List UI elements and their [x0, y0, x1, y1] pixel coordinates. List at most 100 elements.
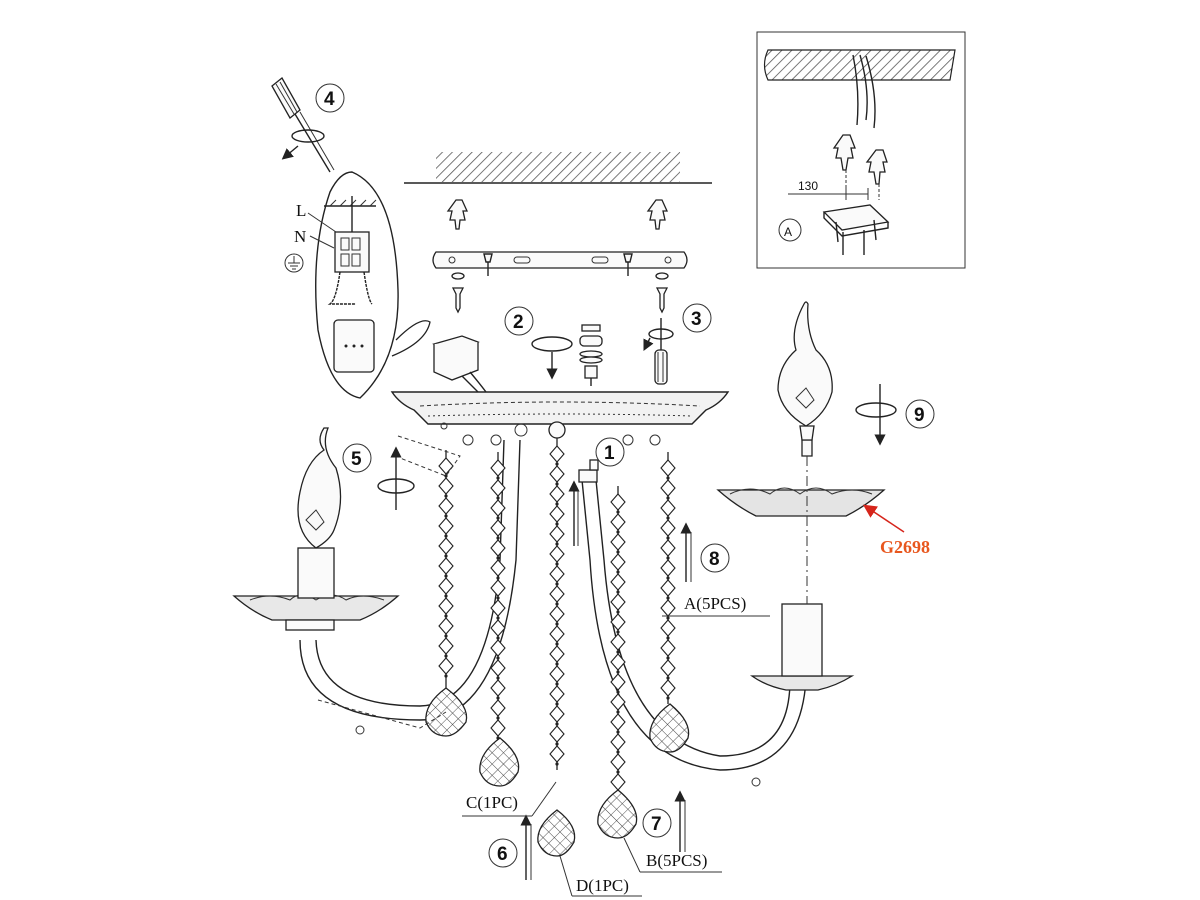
- crystal-bead: [490, 459, 506, 477]
- crystal-bead: [610, 773, 626, 791]
- crystal-bead: [549, 605, 565, 623]
- wall-anchor-left: [446, 199, 469, 230]
- step-6: 6: [488, 838, 518, 868]
- crystal-bead: [660, 599, 676, 617]
- crystal-bead: [438, 657, 454, 675]
- crystal-bead: [438, 457, 454, 475]
- step-3: 3: [682, 303, 712, 333]
- svg-text:A(5PCS): A(5PCS): [684, 594, 746, 613]
- crystal-bead: [438, 617, 454, 635]
- wall-anchor-right: [646, 199, 669, 230]
- candle-sleeve-left: [297, 547, 335, 599]
- inset-bracket: [822, 204, 890, 255]
- step-4: 4: [315, 83, 345, 113]
- step-7: 7: [642, 808, 672, 838]
- crystal-bead: [549, 545, 565, 563]
- pendant-left: [425, 687, 468, 737]
- wiring-callout: L N: [284, 171, 431, 399]
- crystal-bead: [610, 533, 626, 551]
- crystal-bead: [610, 673, 626, 691]
- crystal-bead: [549, 725, 565, 743]
- crystal-bead: [549, 525, 565, 543]
- crystal-bead: [490, 639, 506, 657]
- arm-guide-dashed: [397, 435, 461, 477]
- crystal-bead: [438, 517, 454, 535]
- crystal-bead: [610, 553, 626, 571]
- svg-text:2: 2: [513, 312, 524, 333]
- wiring-label-neutral: N: [294, 227, 306, 246]
- crystal-bead: [490, 519, 506, 537]
- crystal-bead: [549, 445, 565, 463]
- crystal-bead: [438, 597, 454, 615]
- pendant-right: [649, 703, 690, 753]
- crystal-bead: [549, 665, 565, 683]
- crystal-bead: [610, 573, 626, 591]
- strand-b: [610, 486, 626, 794]
- screw-right: [655, 272, 669, 314]
- crystal-bead: [438, 537, 454, 555]
- wiring-label-live: L: [296, 201, 306, 220]
- ground-icon: [284, 253, 304, 273]
- model-pointer: [863, 504, 905, 533]
- inset-anchor-right: [865, 149, 888, 200]
- svg-text:6: 6: [497, 844, 508, 865]
- crystal-bead: [490, 659, 506, 677]
- rotation-arrow-step5: [377, 446, 415, 510]
- crystal-bead: [490, 499, 506, 517]
- arrow-up-step1: [568, 480, 580, 546]
- part-label-c: C(1PC): [462, 781, 557, 817]
- svg-text:4: 4: [324, 89, 335, 110]
- junction-box: [432, 335, 487, 393]
- svg-text:5: 5: [351, 449, 362, 470]
- crystal-bead: [549, 745, 565, 763]
- rotation-arrow-step4: [281, 129, 325, 160]
- svg-text:1: 1: [604, 443, 615, 464]
- step-1: 1: [595, 437, 625, 467]
- crystal-bead: [610, 733, 626, 751]
- strand-a-left: [438, 450, 454, 688]
- svg-text:C(1PC): C(1PC): [466, 793, 518, 812]
- inset-dimension-label: 130: [798, 179, 818, 193]
- step-2: 2: [504, 306, 534, 336]
- crystal-bead: [660, 619, 676, 637]
- crystal-bead: [660, 479, 676, 497]
- screwdriver-step4: [271, 77, 335, 173]
- crystal-bead: [660, 539, 676, 557]
- rotation-arrow-step9: [855, 384, 897, 446]
- screw-left: [451, 272, 465, 314]
- crystal-bead: [660, 559, 676, 577]
- svg-text:D(1PC): D(1PC): [576, 876, 629, 895]
- crystal-bead: [610, 513, 626, 531]
- crystal-bead: [660, 659, 676, 677]
- crystal-bead: [438, 577, 454, 595]
- crystal-bead: [549, 585, 565, 603]
- inset-ceiling: [763, 49, 956, 81]
- bobeche-right: [749, 675, 855, 691]
- crystal-bead: [549, 565, 565, 583]
- crystal-bead: [438, 477, 454, 495]
- crystal-bead: [610, 653, 626, 671]
- step-8: 8: [700, 543, 730, 573]
- crystal-bead: [438, 557, 454, 575]
- svg-text:7: 7: [651, 814, 662, 835]
- crystal-bead: [549, 705, 565, 723]
- crystal-bead: [610, 593, 626, 611]
- crystal-bead: [610, 633, 626, 651]
- crystal-bead: [490, 539, 506, 557]
- svg-text:B(5PCS): B(5PCS): [646, 851, 707, 870]
- crystal-bead: [490, 679, 506, 697]
- crystal-bead: [490, 599, 506, 617]
- crystal-bead: [660, 579, 676, 597]
- inset-detail-a: 130 A: [756, 31, 966, 269]
- crystal-bead: [660, 639, 676, 657]
- crystal-bead: [610, 613, 626, 631]
- crystal-bead: [549, 485, 565, 503]
- crystal-bead: [549, 645, 565, 663]
- crystal-bead: [610, 713, 626, 731]
- crystal-bead: [490, 699, 506, 717]
- inset-wires: [852, 54, 876, 129]
- crystal-bead: [490, 559, 506, 577]
- part-label-b: B(5PCS): [623, 837, 722, 873]
- mounting-plate: [432, 251, 688, 276]
